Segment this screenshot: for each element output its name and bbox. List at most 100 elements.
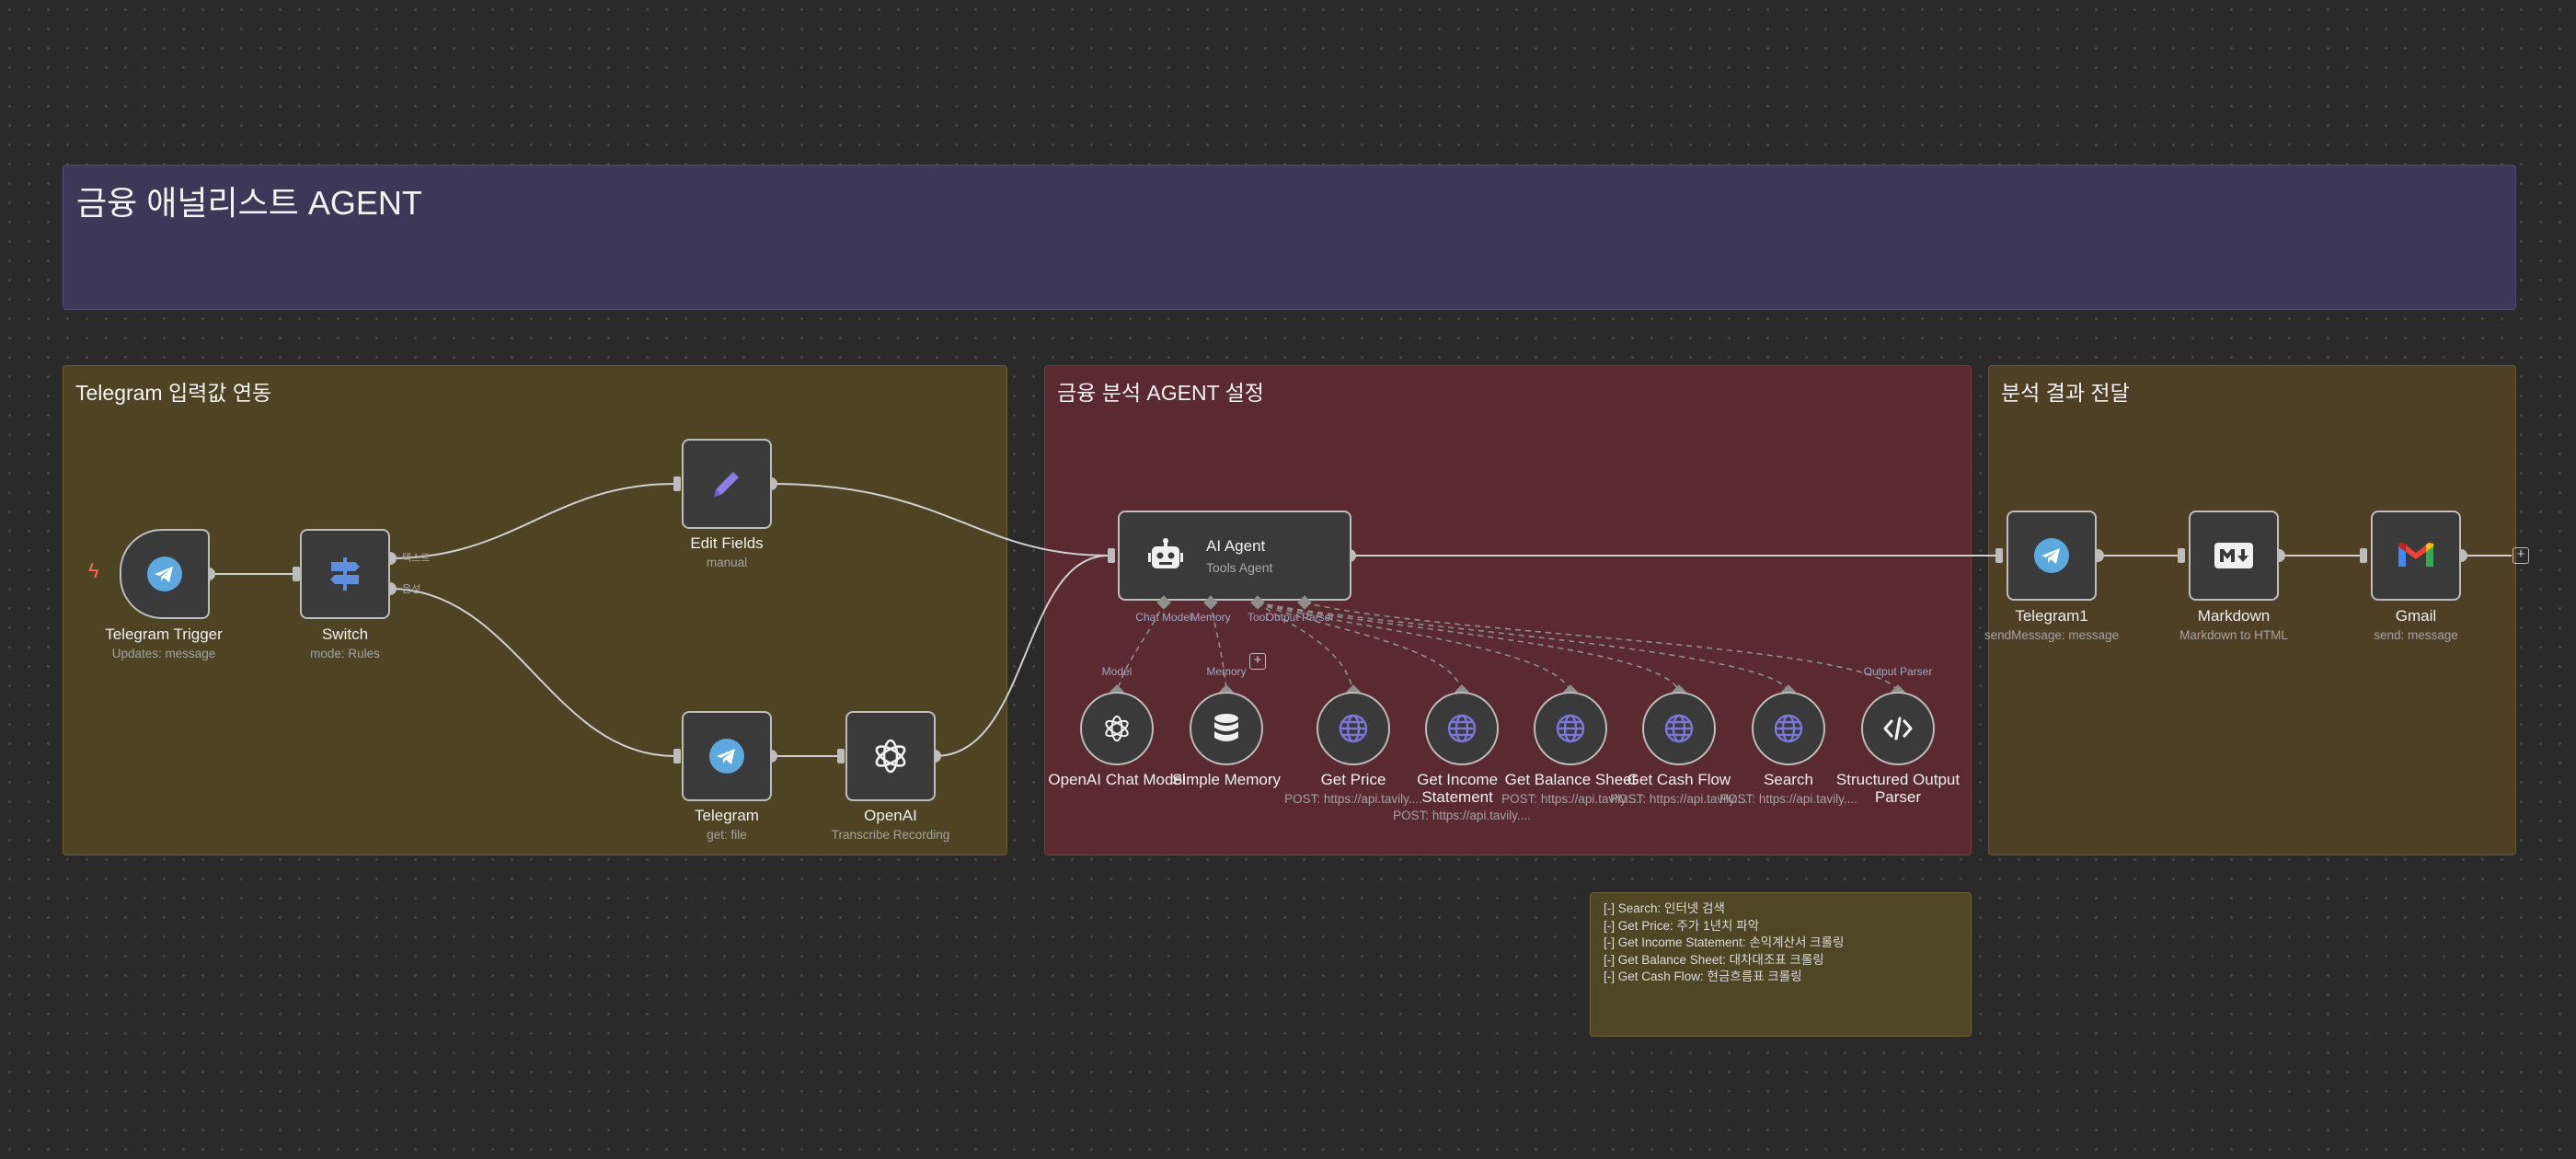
input-port[interactable] bbox=[673, 749, 681, 763]
node-search[interactable] bbox=[1752, 692, 1825, 765]
node-name: Simple Memory bbox=[1171, 771, 1282, 788]
markdown-icon bbox=[2214, 542, 2254, 569]
node-telegram1[interactable] bbox=[2007, 511, 2097, 601]
node-gmail[interactable] bbox=[2371, 511, 2461, 601]
node-label: OpenAI Chat Model bbox=[1048, 771, 1185, 789]
node-subtitle: manual bbox=[706, 556, 748, 569]
node-label: Search POST: https://api.tavily.... bbox=[1719, 771, 1857, 806]
code-icon bbox=[1882, 715, 1914, 742]
sub-node-port-label: Model bbox=[1101, 665, 1133, 678]
node-label: Telegram Trigger Updates: message bbox=[105, 625, 223, 660]
node-subtitle: Transcribe Recording bbox=[831, 828, 950, 842]
node-name: Telegram bbox=[695, 807, 759, 824]
switch-icon bbox=[326, 555, 364, 593]
sticky-note-result-delivery[interactable]: 분석 결과 전달 bbox=[1988, 365, 2516, 855]
agent-port-label: Output Parser bbox=[1265, 611, 1335, 624]
node-telegram-get-file[interactable] bbox=[682, 711, 772, 801]
node-structured-output-parser[interactable] bbox=[1861, 692, 1935, 765]
openai-icon bbox=[1101, 713, 1133, 744]
node-label: Structured Output Parser bbox=[1834, 771, 1962, 806]
node-name: Get Income Statement bbox=[1417, 771, 1499, 806]
node-name: Gmail bbox=[2395, 607, 2437, 625]
input-port[interactable] bbox=[2360, 548, 2367, 563]
robot-icon bbox=[1147, 537, 1184, 574]
node-name: OpenAI bbox=[864, 807, 917, 824]
group-title-telegram: Telegram 입력값 연동 bbox=[75, 381, 272, 405]
switch-output-label: 텍스트 bbox=[402, 553, 431, 564]
telegram-icon bbox=[708, 738, 745, 775]
note-line: [-] Get Cash Flow: 현금흐름표 크롤링 bbox=[1604, 970, 1802, 984]
node-name: Get Cash Flow bbox=[1627, 771, 1731, 788]
node-subtitle: POST: https://api.tavily.... bbox=[1610, 792, 1748, 806]
node-markdown[interactable] bbox=[2189, 511, 2279, 601]
globe-icon bbox=[1663, 713, 1695, 744]
input-port[interactable] bbox=[673, 476, 681, 491]
node-subtitle: Tools Agent bbox=[1206, 559, 1273, 575]
node-subtitle: sendMessage: message bbox=[1984, 628, 2120, 642]
node-subtitle: POST: https://api.tavily.... bbox=[1393, 809, 1531, 822]
node-label: Simple Memory bbox=[1172, 771, 1281, 789]
input-port[interactable] bbox=[1995, 548, 2003, 563]
input-port[interactable] bbox=[293, 567, 300, 581]
globe-icon bbox=[1338, 713, 1369, 744]
input-port[interactable] bbox=[2178, 548, 2185, 563]
node-subtitle: POST: https://api.tavily.... bbox=[1284, 792, 1422, 806]
note-line: [-] Get Income Statement: 손익계산서 크롤링 bbox=[1604, 935, 1845, 950]
node-name: Get Price bbox=[1320, 771, 1386, 788]
node-label: Markdown Markdown to HTML bbox=[2179, 607, 2288, 642]
node-name: Edit Fields bbox=[690, 534, 764, 552]
agent-port-label: Tool bbox=[1247, 611, 1269, 624]
node-name: OpenAI Chat Model bbox=[1048, 771, 1186, 788]
sticky-note-title[interactable]: 금융 애널리스트 AGENT bbox=[63, 165, 2516, 310]
node-name: AI Agent bbox=[1206, 536, 1266, 555]
node-label: Telegram get: file bbox=[695, 807, 759, 842]
node-switch[interactable] bbox=[300, 529, 390, 619]
node-subtitle: Markdown to HTML bbox=[2179, 628, 2288, 642]
node-subtitle: Updates: message bbox=[111, 647, 216, 660]
node-name: Telegram1 bbox=[2015, 607, 2088, 625]
node-label: Get Cash Flow POST: https://api.tavily..… bbox=[1610, 771, 1748, 806]
node-subtitle: mode: Rules bbox=[310, 647, 380, 660]
node-get-balance-sheet[interactable] bbox=[1534, 692, 1607, 765]
node-simple-memory[interactable] bbox=[1190, 692, 1263, 765]
node-label: Gmail send: message bbox=[2374, 607, 2458, 642]
node-openai[interactable] bbox=[845, 711, 936, 801]
add-node-button[interactable]: + bbox=[2513, 547, 2529, 564]
node-label: Get Price POST: https://api.tavily.... bbox=[1284, 771, 1422, 806]
node-label: Switch mode: Rules bbox=[310, 625, 380, 660]
group-title-result: 분석 결과 전달 bbox=[2001, 381, 2130, 405]
node-name: Get Balance Sheet bbox=[1504, 771, 1637, 788]
node-label: OpenAI Transcribe Recording bbox=[832, 807, 950, 842]
sub-node-port-label: Memory bbox=[1206, 665, 1247, 678]
add-tool-button[interactable]: + bbox=[1249, 653, 1266, 670]
node-ai-agent[interactable]: AI Agent Tools Agent bbox=[1118, 511, 1351, 601]
note-line: [-] Search: 인터넷 검색 bbox=[1604, 901, 1725, 915]
telegram-icon bbox=[2033, 537, 2070, 574]
node-telegram-trigger[interactable] bbox=[120, 529, 210, 619]
node-name: Markdown bbox=[2197, 607, 2271, 625]
globe-icon bbox=[1773, 713, 1804, 744]
node-get-income-statement[interactable] bbox=[1425, 692, 1499, 765]
node-label: Telegram1 sendMessage: message bbox=[1984, 607, 2119, 642]
globe-icon bbox=[1446, 713, 1478, 744]
node-openai-chat-model[interactable] bbox=[1080, 692, 1154, 765]
note-line: [-] Get Price: 주가 1년치 파악 bbox=[1604, 918, 1760, 933]
sub-node-port-label: Output Parser bbox=[1863, 665, 1933, 678]
gmail-icon bbox=[2397, 541, 2435, 570]
node-label: Get Income Statement POST: https://api.t… bbox=[1393, 771, 1531, 822]
switch-output-label: 음성 bbox=[402, 584, 421, 595]
node-label: Get Balance Sheet POST: https://api.tavi… bbox=[1501, 771, 1639, 806]
group-title-agent: 금융 분석 AGENT 설정 bbox=[1057, 381, 1264, 405]
input-port[interactable] bbox=[837, 749, 845, 763]
node-subtitle: POST: https://api.tavily.... bbox=[1501, 792, 1639, 806]
node-get-cash-flow[interactable] bbox=[1642, 692, 1716, 765]
node-edit-fields[interactable] bbox=[682, 439, 772, 529]
node-name: Structured Output Parser bbox=[1835, 771, 1961, 806]
pencil-icon bbox=[707, 465, 746, 503]
node-subtitle: POST: https://api.tavily.... bbox=[1719, 792, 1857, 806]
node-get-price[interactable] bbox=[1317, 692, 1390, 765]
node-subtitle: get: file bbox=[707, 828, 747, 842]
input-port[interactable] bbox=[1108, 548, 1115, 563]
sticky-note-tools-description[interactable]: [-] Search: 인터넷 검색 [-] Get Price: 주가 1년치… bbox=[1590, 892, 1972, 1037]
agent-port-label: Chat Model bbox=[1135, 611, 1192, 624]
